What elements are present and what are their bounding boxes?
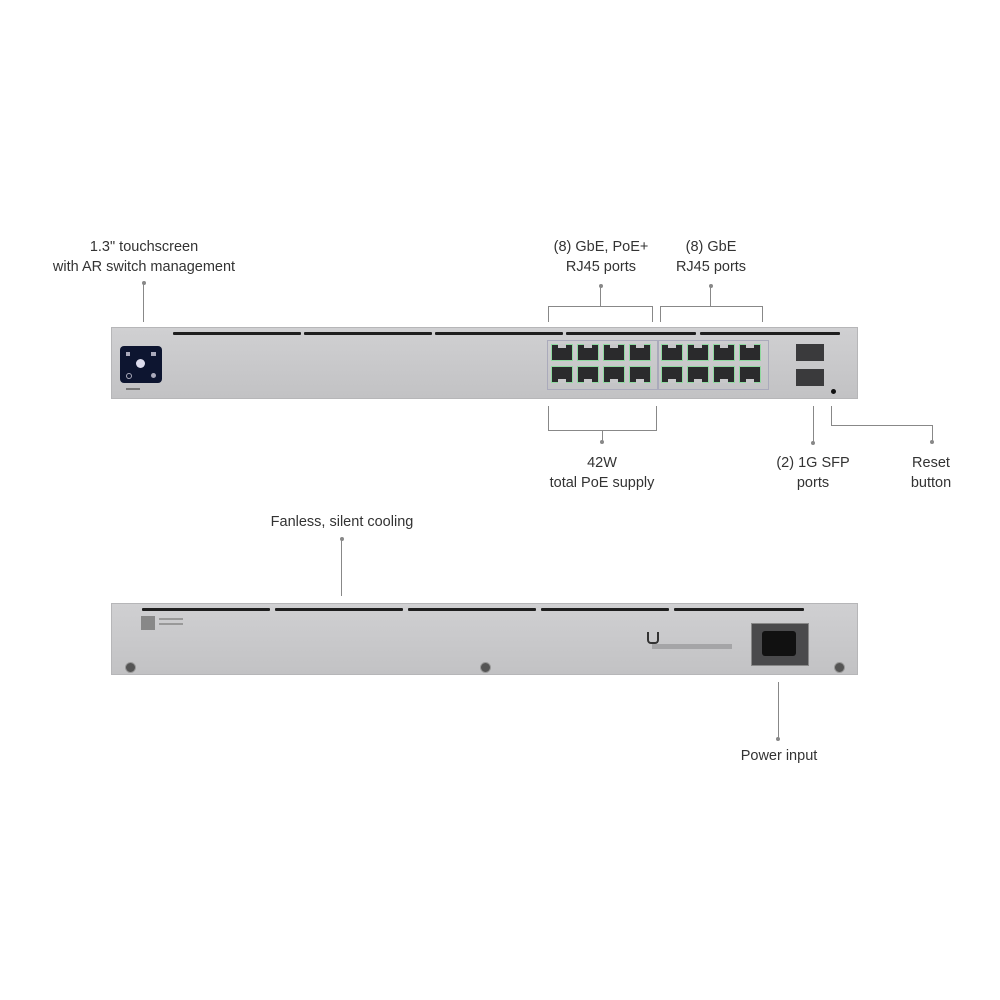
leader-dot [142,281,146,285]
leader-dot [930,440,934,444]
leader-line [813,406,814,442]
rear-panel [111,603,858,675]
ubiquiti-logo [647,632,659,644]
vent [142,608,270,611]
leader-dot [600,440,604,444]
rj45-port [661,366,683,383]
leader-line [602,430,603,441]
rj45-port [661,344,683,361]
leader-dot [709,284,713,288]
reset-button[interactable] [831,389,836,394]
vent [674,608,804,611]
screen-icon [151,352,156,356]
cooling-label: Fanless, silent cooling [270,514,414,530]
leader-line [778,682,779,738]
rj45-port [687,366,709,383]
bracket-tick [762,306,763,322]
qr-code [141,616,155,630]
leader-dot [811,441,815,445]
vent [435,332,563,335]
rj45-port [551,344,573,361]
power-inlet [751,623,809,666]
screen-icon [126,352,130,356]
leader-dot [776,737,780,741]
vent [173,332,301,335]
gbe-port-group [657,340,769,390]
leader-line [932,425,933,441]
screen-icon [151,373,156,378]
leader-line [831,425,933,426]
rj45-port [577,344,599,361]
sfp-cage [796,344,824,386]
rj45-port [603,366,625,383]
poe-ports-label: (8) GbE, PoE+RJ45 ports [553,239,649,275]
vent [566,332,696,335]
rj45-port [713,344,735,361]
rj45-port [551,366,573,383]
iec-c14-socket [762,631,796,656]
rj45-port [739,366,761,383]
rj45-port [713,366,735,383]
rj45-port [629,366,651,383]
screw [125,662,136,673]
screw [834,662,845,673]
bracket-line [548,306,653,307]
screen-icon [126,373,132,379]
bracket-tick [548,406,549,430]
vent [541,608,669,611]
label-sticker [159,623,183,625]
touchscreen[interactable] [120,346,162,383]
poe-port-group [547,340,659,390]
front-panel [111,327,858,399]
leader-dot [340,537,344,541]
screen-center-icon [136,359,145,368]
certification-marks [652,644,732,649]
rj45-port [629,344,651,361]
vent [408,608,536,611]
leader-line [710,286,711,306]
leader-line [143,284,144,322]
leader-line [600,286,601,306]
leader-dot [599,284,603,288]
bracket-tick [660,306,661,322]
screw [480,662,491,673]
rj45-port [603,344,625,361]
bracket-line [660,306,763,307]
sfp-divider [796,361,824,369]
vent [700,332,840,335]
vent [304,332,432,335]
bracket-tick [548,306,549,322]
power-input-label: Power input [740,748,818,764]
rj45-port [687,344,709,361]
vent [275,608,403,611]
rj45-port [577,366,599,383]
leader-line [831,406,832,425]
bracket-tick [656,406,657,430]
model-logo [126,388,140,390]
label-sticker [159,618,183,620]
leader-line [341,540,342,596]
bracket-tick [652,306,653,322]
rj45-port [739,344,761,361]
